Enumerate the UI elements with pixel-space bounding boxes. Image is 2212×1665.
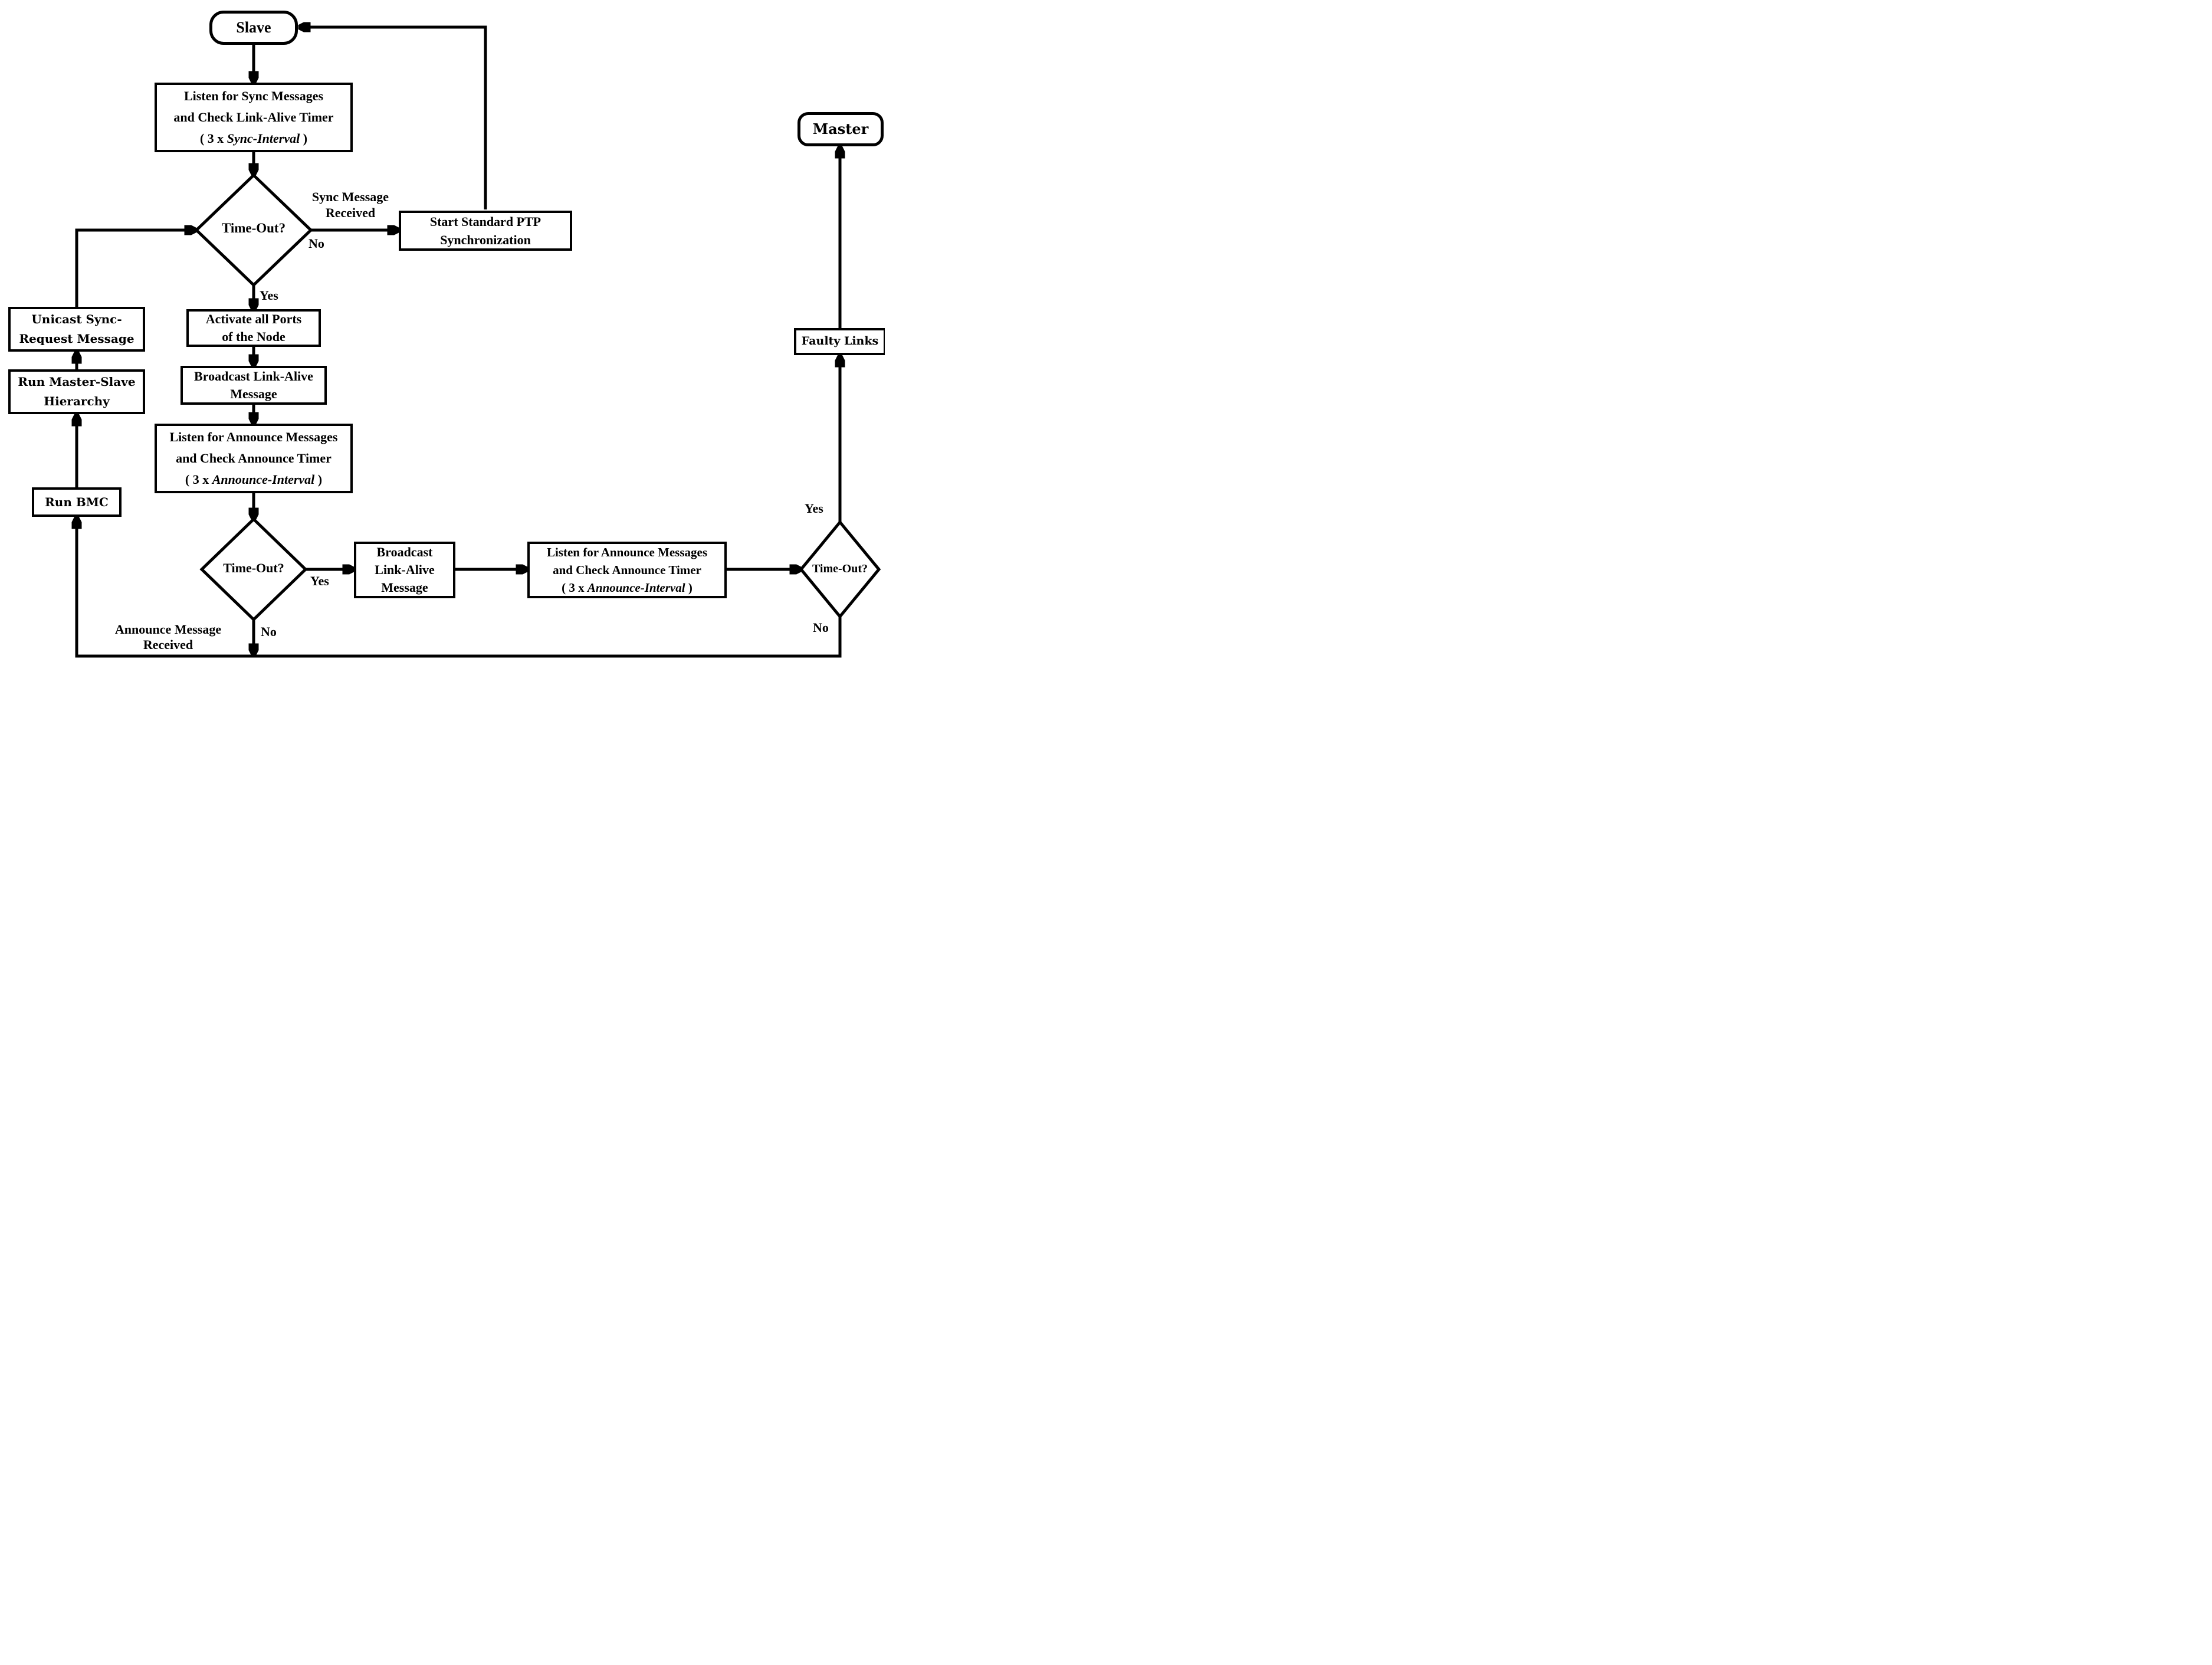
edge-start-ptp-loop-to-slave [301,27,487,209]
connector-layer [0,0,881,658]
slave-terminator: Slave [209,11,298,45]
master-terminator: Master [797,112,884,146]
faulty-links-box: Faulty Links [794,328,885,355]
listen-sync-box: Listen for Sync Messages and Check Link-… [155,83,353,152]
box-line: ( 3 x Announce-Interval ) [185,472,323,487]
box-line: and Check Link-Alive Timer [173,110,334,124]
ptp-slave-master-flowchart: Slave Master Listen for Sync Messages an… [0,0,885,666]
timeout3-diamond [799,520,881,619]
edge-timeout3-no-bottom-to-run-bmc [77,519,842,658]
slave-label: Slave [236,19,271,37]
broadcast-link-alive-box: Broadcast Link-Alive Message [180,366,327,405]
run-master-slave-box: Run Master-Slave Hierarchy [8,369,145,414]
timeout3-yes-label: Yes [805,501,823,516]
timeout1-diamond [194,173,313,287]
sync-message-received-label: Sync Message Received [311,189,389,220]
box-line: Listen for Sync Messages [183,89,324,103]
box-line: Request Message [19,332,134,346]
box-line: and Check Announce Timer [176,451,332,466]
edge-unicast-loop-to-timeout1 [75,230,194,307]
master-label: Master [812,120,869,137]
timeout2-yes-label: Yes [310,573,329,588]
timeout2-diamond [199,517,308,622]
listen-announce2-box: Listen for Announce Messages and Check A… [527,542,727,598]
timeout2-no-label: No [261,624,277,639]
start-ptp-box: Start Standard PTP Synchronization [399,211,572,251]
box-line: Broadcast Link-Alive [194,369,313,384]
run-bmc-box: Run BMC [32,487,122,517]
box-line: ( 3 x Announce-Interval ) [562,581,693,595]
timeout1-no-label: No [309,236,324,251]
box-line: Listen for Announce Messages [169,430,338,444]
box-line: Broadcast [376,545,433,559]
box-line: Message [230,386,277,401]
announce-message-received-label: Announce Message Received [114,622,222,652]
timeout3-no-label: No [813,620,829,635]
box-line: Listen for Announce Messages [546,545,708,559]
box-line: ( 3 x Sync-Interval ) [199,131,308,146]
timeout1-yes-label: Yes [260,288,278,303]
box-line: of the Node [222,329,285,344]
box-line: Hierarchy [44,394,110,408]
box-line: Run Master-Slave [18,375,136,389]
box-line: Message [381,580,428,595]
unicast-sync-request-box: Unicast Sync- Request Message [8,307,145,352]
faulty-links-label: Faulty Links [801,335,879,348]
run-bmc-label: Run BMC [45,494,109,509]
box-line: Start Standard PTP [429,214,541,229]
activate-ports-box: Activate all Ports of the Node [186,309,321,347]
box-line: Unicast Sync- [31,312,122,326]
box-line: Synchronization [440,232,531,247]
box-line: Link-Alive [375,562,435,577]
box-line: and Check Announce Timer [553,563,701,577]
broadcast-link-alive2-box: Broadcast Link-Alive Message [354,542,455,598]
box-line: Activate all Ports [205,312,302,326]
listen-announce-box: Listen for Announce Messages and Check A… [155,424,353,493]
